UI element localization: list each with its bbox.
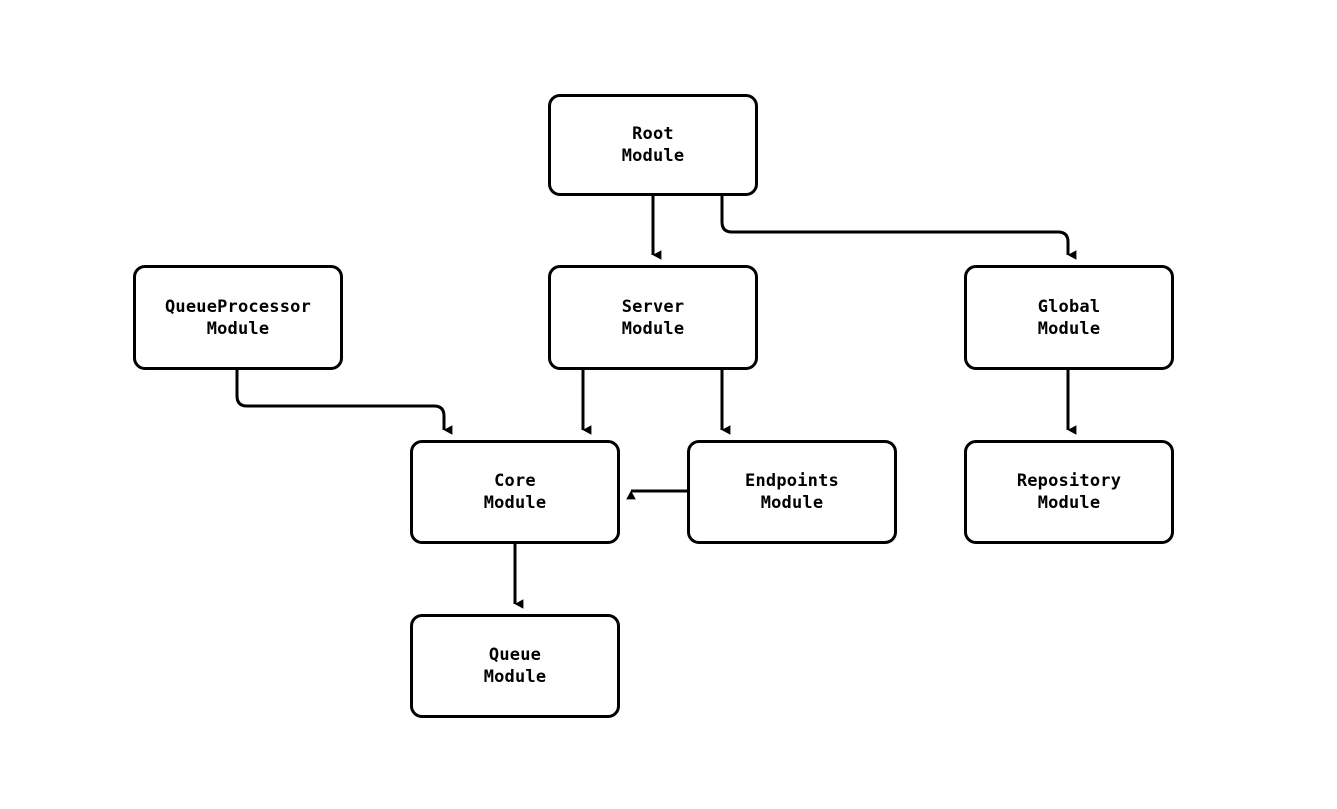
node-server-module[interactable]: Server Module — [548, 265, 758, 370]
node-root-module-label: Root Module — [621, 124, 685, 166]
node-endpoints-module[interactable]: Endpoints Module — [687, 440, 897, 544]
node-server-module-label: Server Module — [621, 296, 685, 339]
node-root-module[interactable]: Root Module — [548, 94, 758, 196]
node-queueprocessor-module[interactable]: QueueProcessor Module — [133, 265, 343, 370]
node-queue-module[interactable]: Queue Module — [410, 614, 620, 718]
node-queue-module-label: Queue Module — [483, 645, 547, 687]
node-global-module[interactable]: Global Module — [964, 265, 1174, 370]
node-endpoints-module-label: Endpoints Module — [745, 471, 839, 513]
node-core-module-label: Core Module — [483, 471, 547, 513]
node-repository-module[interactable]: Repository Module — [964, 440, 1174, 544]
node-repository-module-label: Repository Module — [1016, 471, 1122, 513]
node-core-module[interactable]: Core Module — [410, 440, 620, 544]
node-global-module-label: Global Module — [1037, 296, 1101, 339]
edge-queueprocessor-to-core — [235, 370, 453, 435]
node-queueprocessor-module-label: QueueProcessor Module — [164, 296, 312, 339]
edge-root-to-global — [720, 196, 1077, 260]
